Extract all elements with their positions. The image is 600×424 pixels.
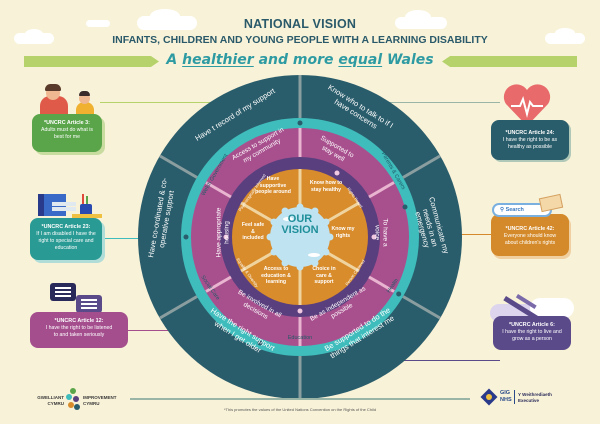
card-text: If I am disabled I have the right to spe… bbox=[36, 231, 96, 251]
uncrc-card-article-24: *UNCRC Article 24: I have the right to b… bbox=[491, 120, 569, 160]
center-cog bbox=[266, 203, 334, 271]
envelope-icon bbox=[538, 193, 564, 213]
center-title-line: OUR bbox=[287, 213, 313, 225]
card-text: I have the right to be as healthy as pos… bbox=[502, 137, 558, 150]
uncrc-card-article-12: *UNCRC Article 12: I have the right to b… bbox=[30, 312, 128, 348]
search-bar-illustration: ⚲ Search bbox=[492, 203, 552, 217]
connector-line bbox=[387, 360, 500, 361]
nhs-executive-logo-text: Y Weithrediaeth Executive bbox=[518, 392, 552, 403]
logo-text-line: NHS bbox=[500, 397, 512, 403]
footer-divider bbox=[130, 398, 470, 400]
connector-line bbox=[100, 102, 222, 103]
banner-arrow-right bbox=[442, 56, 577, 67]
banner-arrow-left bbox=[24, 56, 159, 67]
logo-text-line: CYMRU bbox=[83, 400, 100, 406]
card-text: Adults must do what is best for me bbox=[41, 127, 93, 140]
wedge-label: Feel safe & included bbox=[241, 222, 265, 241]
connector-line bbox=[100, 238, 150, 239]
connector-line bbox=[455, 234, 500, 235]
improvement-cymru-logo-icon bbox=[66, 388, 80, 410]
nhs-logo-text: GIG NHS bbox=[500, 390, 512, 404]
connector-line bbox=[380, 102, 500, 103]
uncrc-card-article-6: *UNCRC Article 6: I have the right to li… bbox=[493, 316, 571, 350]
logo-text-line: Executive bbox=[518, 397, 540, 403]
pink-ring-label: To have a voice bbox=[374, 218, 389, 247]
logo-divider bbox=[514, 390, 515, 404]
cloud-decoration bbox=[545, 33, 585, 44]
tagline-part: and more bbox=[253, 52, 339, 68]
books-icon bbox=[32, 190, 102, 222]
card-text: I have the right to live and grow as a p… bbox=[502, 329, 562, 342]
center-title: OUR VISION bbox=[270, 214, 330, 236]
page-title: NATIONAL VISION bbox=[243, 17, 357, 31]
heart-icon bbox=[503, 84, 551, 126]
tagline-part: A bbox=[166, 52, 183, 68]
pink-ring-label: Have appropriate housing bbox=[215, 207, 231, 258]
wedge-label: Have supportive people around bbox=[255, 176, 291, 195]
logo-text-line: GWELLIANT bbox=[37, 395, 64, 400]
improvement-cymru-logo-text: IMPROVEMENT CYMRU bbox=[83, 395, 117, 406]
tagline-emphasis: healthier bbox=[182, 52, 254, 68]
search-icon: ⚲ bbox=[500, 207, 505, 213]
uncrc-card-article-23: *UNCRC Article 23: If I am disabled I ha… bbox=[30, 218, 102, 260]
cloud-decoration bbox=[86, 20, 110, 27]
card-heading: *UNCRC Article 24: bbox=[505, 130, 555, 136]
cloud-decoration bbox=[150, 9, 180, 23]
gwelliant-cymru-logo-text: GWELLIANT CYMRU bbox=[34, 395, 64, 406]
cloud-decoration bbox=[405, 10, 431, 24]
stakeholder-label: Education bbox=[287, 335, 313, 341]
logo-text-line: GIG bbox=[500, 390, 511, 396]
tagline-part: Wales bbox=[382, 52, 434, 68]
logo-text-line: Y Weithrediaeth bbox=[518, 392, 552, 397]
card-heading: *UNCRC Article 12: bbox=[54, 318, 104, 324]
wedge-label: Access to education & learning bbox=[261, 266, 291, 285]
card-heading: *UNCRC Article 3: bbox=[44, 120, 90, 126]
center-title-line: VISION bbox=[281, 224, 319, 236]
wedge-label: Choice in care & support bbox=[312, 266, 336, 285]
speech-bubbles-icon bbox=[50, 283, 110, 317]
card-text: Everyone should know about children's ri… bbox=[503, 233, 557, 246]
nhs-wales-logo-icon bbox=[480, 388, 498, 406]
card-heading: *UNCRC Article 6: bbox=[509, 322, 555, 328]
wedge-label: Know how to stay healthy bbox=[309, 180, 343, 193]
parent-child-icon bbox=[34, 84, 98, 120]
connector-line bbox=[100, 330, 210, 331]
footnote: *This promotes the values of the United … bbox=[223, 407, 377, 412]
card-heading: *UNCRC Article 42: bbox=[505, 226, 555, 232]
logo-text-line: IMPROVEMENT bbox=[83, 395, 117, 400]
logo-text-line: CYMRU bbox=[47, 400, 65, 406]
cloud-decoration bbox=[555, 28, 575, 38]
tagline: A healthier and more equal Wales bbox=[0, 52, 600, 68]
card-text: I have the right to be listened to and t… bbox=[45, 325, 113, 338]
uncrc-card-article-3: *UNCRC Article 3: Adults must do what is… bbox=[32, 114, 102, 152]
search-label: Search bbox=[505, 207, 524, 213]
tagline-emphasis: equal bbox=[338, 52, 383, 68]
uncrc-card-article-42: *UNCRC Article 42: Everyone should know … bbox=[491, 214, 569, 256]
vision-wheel bbox=[138, 75, 462, 399]
card-heading: *UNCRC Article 23: bbox=[41, 224, 91, 230]
cloud-decoration bbox=[25, 29, 43, 39]
page-subtitle: INFANTS, CHILDREN AND YOUNG PEOPLE WITH … bbox=[112, 34, 488, 46]
wedge-label: Know my rights bbox=[331, 226, 355, 239]
